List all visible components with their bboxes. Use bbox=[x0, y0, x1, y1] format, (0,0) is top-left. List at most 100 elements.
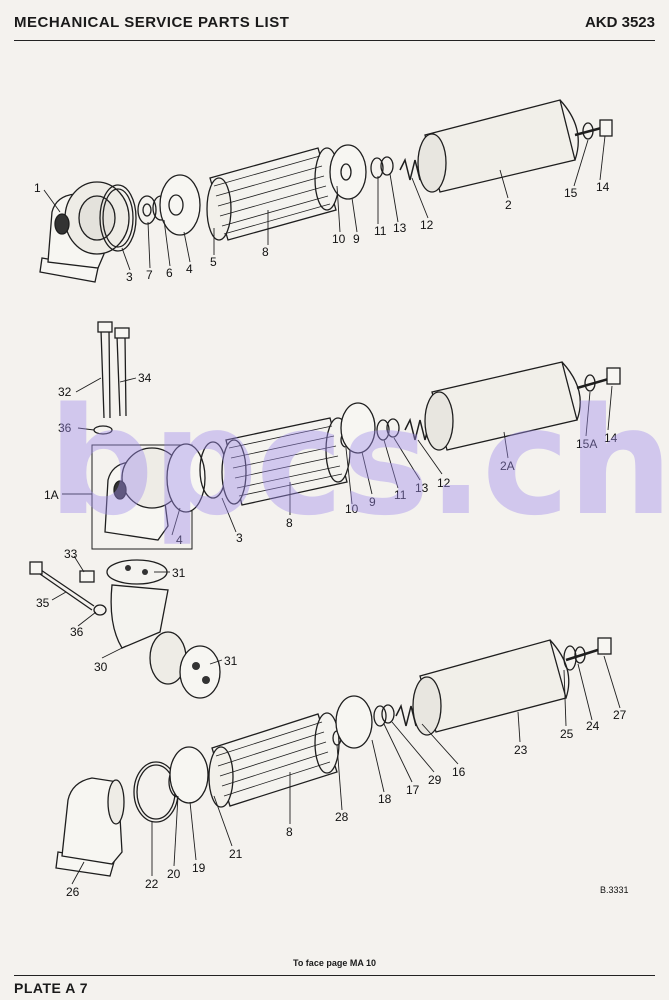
part-label: 20 bbox=[167, 867, 181, 881]
part-label: 7 bbox=[146, 268, 153, 282]
part-label: 22 bbox=[145, 877, 159, 891]
part-label: 21 bbox=[229, 847, 243, 861]
plate-label: PLATE A 7 bbox=[14, 980, 88, 996]
part-label: 2 bbox=[505, 198, 512, 212]
part-label: 10 bbox=[332, 232, 346, 246]
bolt-head-part bbox=[29, 561, 43, 575]
bolt-part bbox=[100, 329, 111, 419]
part-label: 3 bbox=[236, 531, 243, 545]
plate-part bbox=[335, 695, 373, 749]
plate-part bbox=[166, 443, 206, 513]
part-label: 13 bbox=[415, 481, 429, 495]
footer-rule bbox=[14, 975, 655, 976]
washer-part bbox=[373, 705, 387, 727]
hole-marking bbox=[192, 662, 200, 670]
part-label: 23 bbox=[514, 743, 528, 757]
drawing-reference: B.3331 bbox=[600, 885, 629, 895]
assembly-middle bbox=[91, 321, 621, 550]
washer-part bbox=[93, 604, 107, 616]
part-label: 19 bbox=[192, 861, 206, 875]
gasket-part bbox=[99, 184, 137, 252]
assembly-bottom bbox=[55, 637, 612, 877]
filter-bowl-part bbox=[424, 361, 581, 451]
page-title: MECHANICAL SERVICE PARTS LIST bbox=[14, 14, 290, 31]
part-label: 28 bbox=[335, 810, 349, 824]
part-label: 4 bbox=[176, 533, 183, 547]
part-label: 27 bbox=[613, 708, 627, 722]
part-label: 17 bbox=[406, 783, 420, 797]
elbow-parts bbox=[29, 559, 221, 699]
part-label: 1A bbox=[44, 488, 59, 502]
bolt-head-part bbox=[114, 327, 130, 339]
plate-part bbox=[340, 163, 352, 181]
part-label: 8 bbox=[286, 516, 293, 530]
gasket-part bbox=[102, 188, 134, 248]
washer-part bbox=[386, 418, 400, 438]
part-label: 3 bbox=[126, 270, 133, 284]
part-label: 35 bbox=[36, 596, 50, 610]
plate-part bbox=[169, 746, 209, 804]
hole-marking bbox=[125, 565, 131, 571]
washer-part bbox=[381, 704, 395, 724]
part-label: 12 bbox=[437, 476, 451, 490]
part-label: 10 bbox=[345, 502, 359, 516]
filter-housing-part bbox=[104, 447, 183, 541]
face-page-note: To face page MA 10 bbox=[292, 958, 377, 968]
part-label: 34 bbox=[138, 371, 152, 385]
part-label: 24 bbox=[586, 719, 600, 733]
part-label: 11 bbox=[394, 488, 407, 502]
plate-part bbox=[168, 194, 184, 216]
elbow-pipe-part bbox=[106, 559, 221, 699]
washer-part bbox=[370, 157, 384, 179]
part-label: 15 bbox=[564, 186, 578, 200]
bolt-head-part bbox=[597, 637, 612, 655]
part-label: 25 bbox=[560, 727, 574, 741]
leader-lines bbox=[43, 135, 621, 885]
part-label: 36 bbox=[58, 421, 72, 435]
part-label: 12 bbox=[420, 218, 434, 232]
part-label: 5 bbox=[210, 255, 217, 269]
plate-part bbox=[340, 402, 376, 454]
part-label: 16 bbox=[452, 765, 466, 779]
part-label: 8 bbox=[286, 825, 293, 839]
part-label: 4 bbox=[186, 262, 193, 276]
bolt-head-part bbox=[599, 119, 613, 137]
washer-part bbox=[142, 203, 152, 217]
filter-element-part bbox=[208, 712, 340, 808]
washer-part bbox=[574, 646, 586, 664]
bolt-head-part bbox=[97, 321, 113, 333]
part-label: 2A bbox=[500, 459, 515, 473]
part-label: 30 bbox=[94, 660, 108, 674]
part-label: 15A bbox=[576, 437, 597, 451]
nut-part bbox=[79, 570, 95, 583]
hole-marking bbox=[202, 676, 210, 684]
part-label: 6 bbox=[166, 266, 173, 280]
part-label: 36 bbox=[70, 625, 84, 639]
washer-part bbox=[93, 425, 113, 435]
assembly-top bbox=[39, 99, 613, 283]
washer-part bbox=[376, 419, 390, 441]
plate-part bbox=[159, 174, 201, 236]
washer-part bbox=[582, 122, 594, 140]
part-label: 29 bbox=[428, 773, 442, 787]
part-label: 14 bbox=[604, 431, 618, 445]
filter-element-part bbox=[221, 417, 351, 506]
gasket-part bbox=[136, 764, 176, 820]
filter-housing-part bbox=[55, 777, 125, 877]
part-label: 31 bbox=[172, 566, 186, 580]
part-label: 18 bbox=[378, 792, 392, 806]
washer-part bbox=[137, 195, 157, 225]
plate-part bbox=[329, 144, 367, 200]
bolt-head-part bbox=[606, 367, 621, 385]
part-label: 33 bbox=[64, 547, 78, 561]
part-label: 9 bbox=[369, 495, 376, 509]
part-label: 31 bbox=[224, 654, 238, 668]
filter-element-part bbox=[206, 147, 340, 241]
part-label: 1 bbox=[34, 181, 41, 195]
header-rule bbox=[14, 40, 655, 41]
bolt-part bbox=[116, 335, 127, 417]
filter-bowl-part bbox=[412, 639, 570, 736]
part-label: 26 bbox=[66, 885, 80, 899]
filter-housing-part bbox=[39, 181, 130, 283]
